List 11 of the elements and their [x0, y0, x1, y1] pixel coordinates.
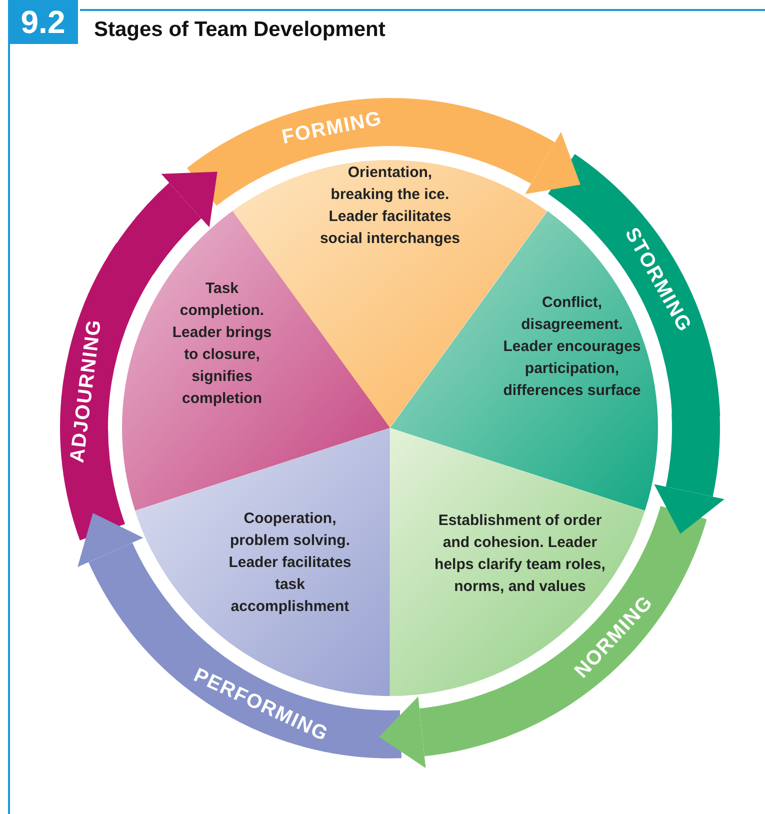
arrow-head — [78, 514, 172, 636]
stage-description: Conflict, disagreement. Leader encourages participation, differences surface — [502, 294, 641, 401]
curved-arrow-band — [186, 98, 481, 206]
stage-description: Orientation, breaking the ice. Leader facilitates social interchanges — [318, 163, 461, 249]
stage-description: Establishment of order and cohesion. Leader helps clarify team roles, norms, and values — [434, 511, 606, 597]
stage-name: FORMING — [280, 107, 384, 148]
figure-number: 9.2 — [8, 0, 78, 44]
stage-name: ADJOURNING — [66, 318, 106, 464]
stage-description: Task completion. Leader brings to closure, signifies completion — [171, 278, 273, 409]
title: Stages of Team Development — [94, 18, 386, 42]
stage-description: Cooperation, problem solving. Leader facilitates task accomplishment — [228, 509, 352, 617]
